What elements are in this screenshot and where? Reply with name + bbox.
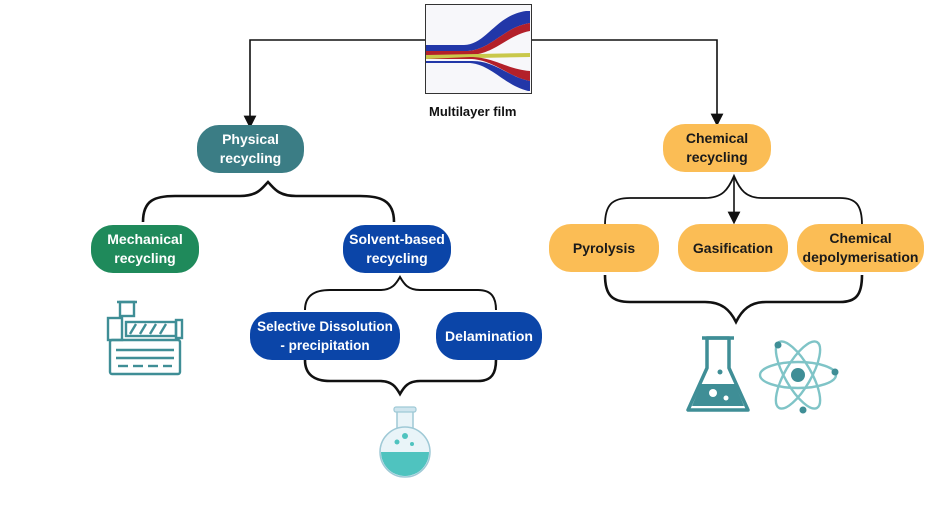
delamination-node: Delamination — [436, 312, 542, 360]
round-bottom-flask-icon — [379, 406, 431, 478]
extruder-machine-icon — [106, 300, 184, 376]
chemical-recycling-node: Chemical recycling — [663, 124, 771, 172]
brace-chemical-bottom — [603, 274, 864, 325]
root-label: Multilayer film — [429, 104, 517, 119]
selective-dissolution-node: Selective Dissolution - precipitation — [250, 312, 400, 360]
erlenmeyer-flask-icon — [686, 336, 750, 412]
arrow-to-chemical — [532, 39, 724, 127]
solvent-based-recycling-node: Solvent-based recycling — [343, 225, 451, 273]
chemical-depolymerisation-node: Chemical depolymerisation — [797, 224, 924, 272]
multilayer-film-image — [425, 4, 532, 94]
atom-icon — [758, 340, 839, 414]
gasification-node: Gasification — [678, 224, 788, 272]
brace-solvent-bottom — [303, 359, 498, 397]
arrow-to-physical — [243, 39, 425, 129]
physical-recycling-node: Physical recycling — [197, 125, 304, 173]
pyrolysis-node: Pyrolysis — [549, 224, 659, 272]
brace-chemical-top — [604, 173, 863, 226]
brace-physical — [141, 180, 396, 223]
mechanical-recycling-node: Mechanical recycling — [91, 225, 199, 273]
brace-solvent-top — [304, 274, 497, 311]
